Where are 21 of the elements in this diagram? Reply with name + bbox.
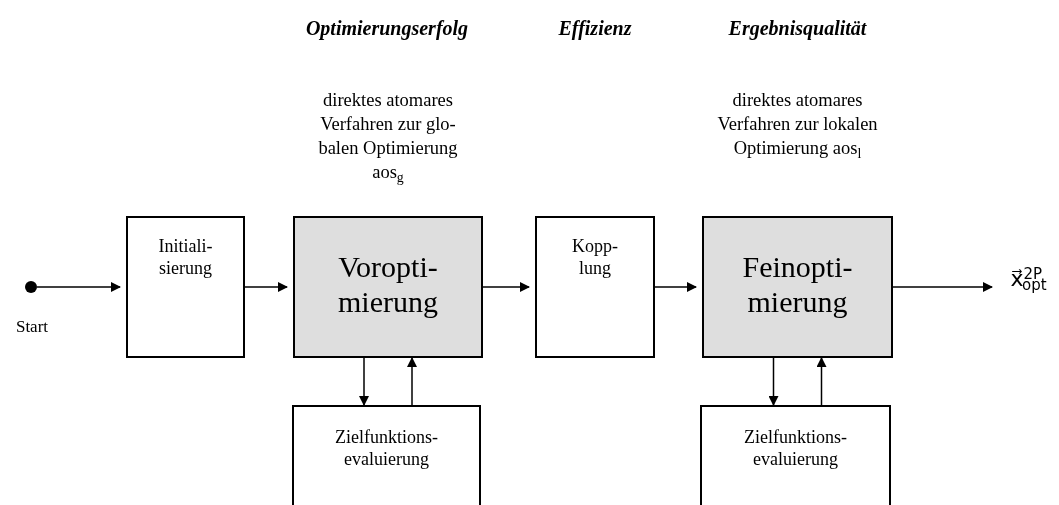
start-label: Start — [14, 316, 50, 338]
node-caption: direktes atomares Verfahren zur lokalen Optimierung aos$_{l}$ — [716, 89, 879, 161]
arrow — [654, 282, 697, 292]
arrow — [244, 282, 288, 292]
arrow — [407, 357, 417, 406]
column-heading: Optimierungserfolg — [304, 16, 470, 41]
process-box: Zielfunktions- evaluierung — [700, 405, 891, 505]
arrow — [36, 282, 121, 292]
arrow — [816, 357, 827, 406]
arrow — [359, 357, 369, 406]
process-box: Zielfunktions- evaluierung — [292, 405, 481, 505]
node-caption: direktes atomares Verfahren zur glo- balen Optimierung aos$_{g}$ — [317, 89, 459, 185]
process-box: Initiali- sierung — [126, 216, 245, 358]
column-heading: Effizienz — [557, 16, 633, 41]
column-heading: Ergebnisqualität — [727, 16, 868, 41]
arrow — [768, 357, 779, 406]
process-box: Kopp- lung — [535, 216, 655, 358]
arrow — [482, 282, 530, 292]
process-box: Feinopti- mierung — [702, 216, 893, 358]
process-box: Voropti- mierung — [293, 216, 483, 358]
arrow — [892, 282, 993, 292]
